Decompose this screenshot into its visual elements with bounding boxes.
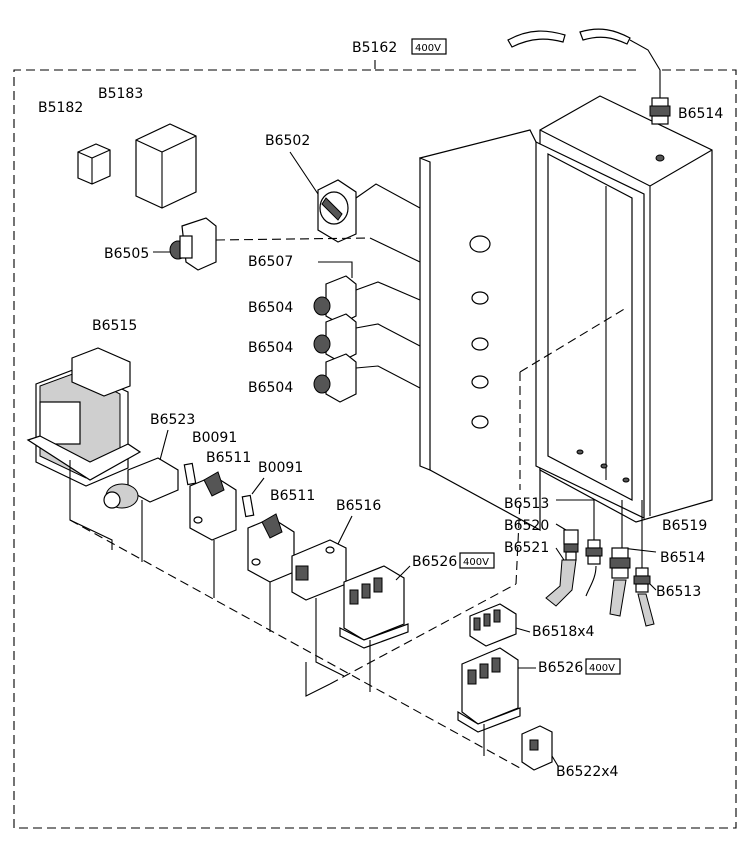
b6522-label: B6522x4 bbox=[556, 764, 619, 780]
cable-top bbox=[507, 30, 566, 48]
b0091-fuse-1 bbox=[183, 462, 197, 486]
b5182-label: B5182 bbox=[38, 100, 83, 116]
b6521-hose bbox=[545, 559, 577, 607]
b6515-label: B6515 bbox=[92, 318, 137, 334]
b6516-relay bbox=[291, 539, 347, 601]
b6511-fuse-holder-2 bbox=[247, 513, 295, 583]
b6514-bottom-gland bbox=[609, 547, 631, 579]
b5183-part bbox=[135, 123, 197, 209]
b6504-label-3: B6504 bbox=[248, 380, 293, 396]
b6507-label: B6507 bbox=[248, 254, 293, 270]
assembly-code: B5162 bbox=[352, 40, 397, 56]
assembly-boundary bbox=[13, 60, 737, 829]
b6504-pushbutton-1 bbox=[313, 275, 357, 325]
b6523-label: B6523 bbox=[150, 412, 195, 428]
b6513-label-2: B6513 bbox=[656, 584, 701, 600]
b6505-label: B6505 bbox=[104, 246, 149, 262]
b6526-badge-2: 400V bbox=[589, 663, 615, 674]
b6505-pushbutton bbox=[169, 217, 217, 271]
b6518-part bbox=[469, 603, 517, 647]
b6523-part bbox=[103, 457, 179, 509]
b6504-label-1: B6504 bbox=[248, 300, 293, 316]
b6526-badge-box-1 bbox=[459, 552, 495, 569]
b6518-label: B6518x4 bbox=[532, 624, 595, 640]
b6520-part bbox=[563, 529, 579, 561]
cabinet-body bbox=[535, 95, 713, 523]
b6513-gland-1 bbox=[585, 539, 603, 565]
cabinet-door bbox=[419, 129, 541, 532]
b6513-label-1: B6513 bbox=[504, 496, 549, 512]
b6514-bottom-label: B6514 bbox=[660, 550, 705, 566]
b6502-rotary-switch bbox=[317, 179, 357, 243]
b6504-pushbutton-3 bbox=[313, 353, 357, 403]
b0091-label-2: B0091 bbox=[258, 460, 303, 476]
b6515-transformer bbox=[26, 347, 142, 487]
b6522-terminal bbox=[521, 725, 553, 771]
b6511-fuse-holder-1 bbox=[189, 471, 237, 541]
b5182-part bbox=[77, 143, 111, 185]
b6526-badge-box-2 bbox=[585, 658, 621, 675]
b6519-label: B6519 bbox=[662, 518, 707, 534]
b6526-badge-1: 400V bbox=[463, 557, 489, 568]
b6511-label-1: B6511 bbox=[206, 450, 251, 466]
assembly-voltage-badge: 400V bbox=[415, 43, 441, 54]
b5183-label: B5183 bbox=[98, 86, 143, 102]
b6513-gland-2 bbox=[633, 567, 651, 593]
assembly-voltage-badge-box bbox=[411, 38, 447, 55]
b6520-label: B6520 bbox=[504, 518, 549, 534]
b6516-label: B6516 bbox=[336, 498, 381, 514]
b6511-label-2: B6511 bbox=[270, 488, 315, 504]
b6502-label: B6502 bbox=[265, 133, 310, 149]
b6504-pushbutton-2 bbox=[313, 313, 357, 363]
b6514-top-label: B6514 bbox=[678, 106, 723, 122]
b6526-contactor-2 bbox=[457, 647, 521, 733]
b0091-fuse-2 bbox=[241, 494, 255, 518]
b6514-top-gland bbox=[649, 97, 671, 125]
b6526-label-1: B6526 bbox=[412, 554, 457, 570]
b6526-contactor-1 bbox=[339, 565, 409, 649]
b6526-label-2: B6526 bbox=[538, 660, 583, 676]
b0091-label-1: B0091 bbox=[192, 430, 237, 446]
b6521-label: B6521 bbox=[504, 540, 549, 556]
b6504-label-2: B6504 bbox=[248, 340, 293, 356]
